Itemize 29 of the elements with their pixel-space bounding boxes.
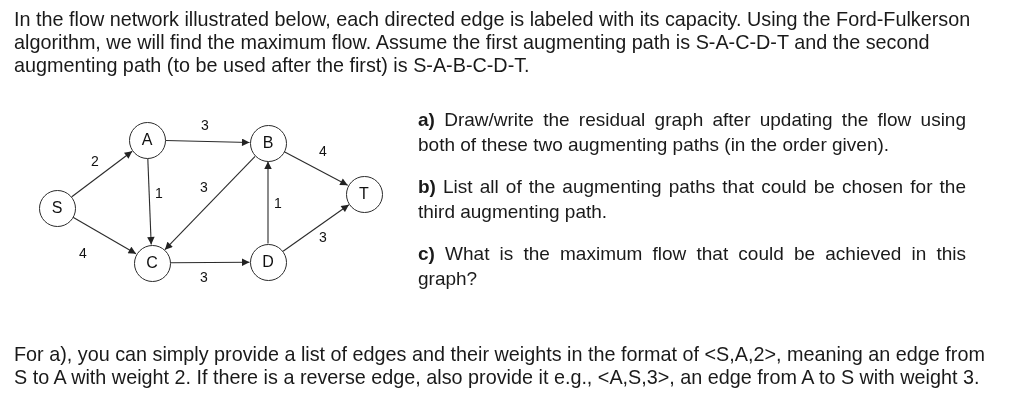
instruction-text: For a), you can simply provide a list of edges and their weights in the format of <S,A,2>, meaning an edge from S to A with weight 2. If there is a reverse edge, also provide it e.g., <A,S,3>, an edge from A to S with weight 3. xyxy=(14,343,986,389)
arrow xyxy=(71,150,133,198)
vertex-circle: T xyxy=(345,175,383,213)
vertex-circle: D xyxy=(249,243,287,281)
vertex-circle: A xyxy=(128,121,166,159)
arrow xyxy=(282,204,350,252)
question-text: a) Draw/write the residual graph after updating the flow using both of these two augmenting paths (in the order given). xyxy=(418,108,966,157)
arrow xyxy=(264,160,272,245)
arrow xyxy=(164,155,256,251)
capacity-label: 1 xyxy=(155,185,163,201)
arrow xyxy=(72,216,137,255)
vertex-circle: C xyxy=(133,244,171,282)
arrow xyxy=(283,151,349,186)
vertex-circle: S xyxy=(38,189,76,227)
arrow xyxy=(147,157,155,246)
arrow xyxy=(169,258,251,266)
vertex-circle: B xyxy=(249,124,287,162)
capacity-label: 3 xyxy=(200,179,208,195)
capacity-label: 4 xyxy=(319,143,327,159)
capacity-label: 3 xyxy=(201,117,209,133)
capacity-label: 3 xyxy=(319,229,327,245)
capacity-label: 4 xyxy=(79,245,87,261)
question-text: c) What is the maximum flow that could be achieved in this graph? xyxy=(418,242,966,291)
question-text: b) List all of the augmenting paths that could be chosen for the third augmenting path. xyxy=(418,175,966,224)
capacity-label: 2 xyxy=(91,153,99,169)
intro-paragraph: In the flow network illustrated below, each directed edge is labeled with its capacity. Using the Ford-Fulkerson algorithm, we will find the maximum flow. Assume the first augmenting path is S-A-C-D-T and the second augmenting path (to be used after the first) is S-A-B-C-D-T. xyxy=(14,8,972,77)
capacity-label: 3 xyxy=(200,269,208,285)
capacity-label: 1 xyxy=(274,195,282,211)
arrow xyxy=(164,138,251,147)
